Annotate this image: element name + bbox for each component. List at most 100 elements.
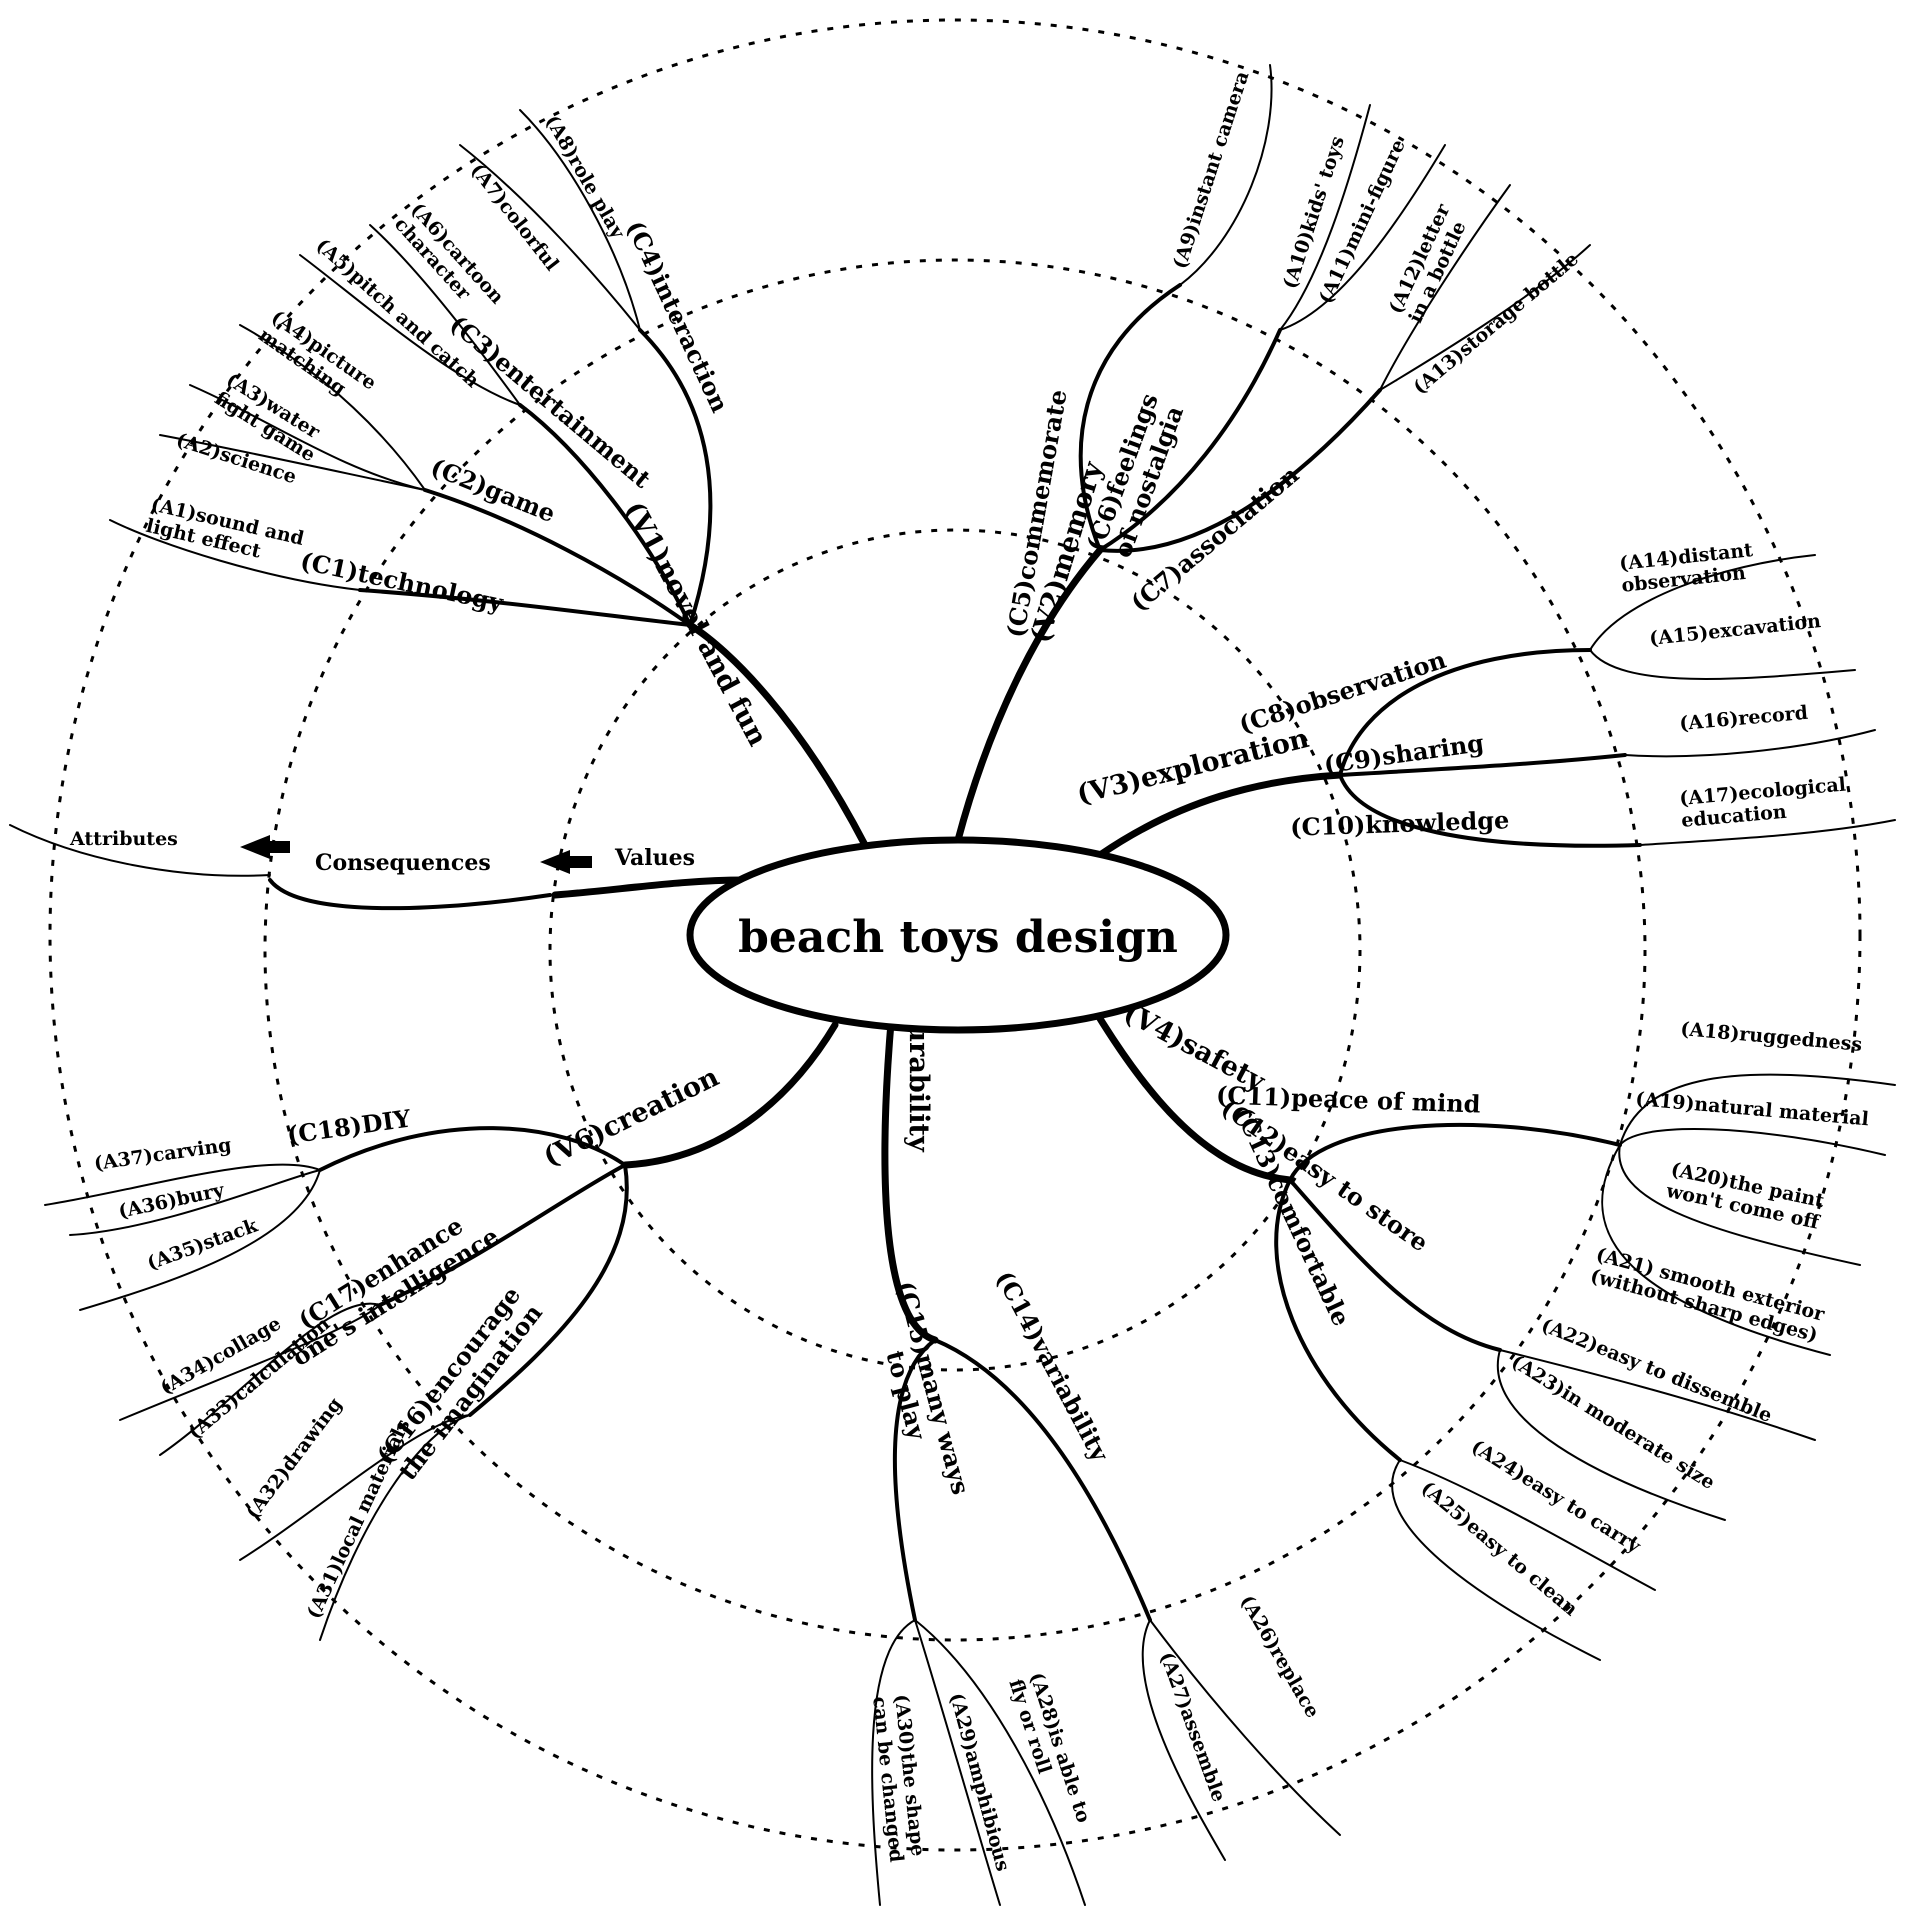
center-ellipse [686, 836, 1230, 1034]
value-label-v6: (V6)creation [539, 1061, 725, 1173]
attribute-label-a29: (A29)amphibious [945, 1691, 1014, 1874]
legend-attributes-line [9, 824, 271, 877]
attribute-label-a21: (A21) smooth exterior(without sharp edge… [1588, 1244, 1828, 1348]
middle-ring [263, 258, 1647, 1642]
attribute-branch-a7 [459, 144, 641, 331]
consequence-branch-c2 [423, 488, 692, 627]
attribute-branch-a12 [1379, 184, 1511, 391]
consequence-branch-c18 [318, 1126, 627, 1172]
attribute-branch-a8 [519, 109, 641, 331]
attribute-label-a18: (A18)ruggedness [1680, 1018, 1863, 1056]
consequence-label-c1: (C1)technology [298, 546, 507, 617]
consequence-branch-c7 [1098, 388, 1382, 553]
attribute-label-a35: (A35)stack [144, 1214, 261, 1275]
value-branch-v3 [1096, 771, 1344, 859]
attribute-branch-a21 [1601, 1144, 1831, 1356]
consequence-branch-c12 [1288, 1178, 1502, 1352]
attribute-branch-a1 [109, 519, 361, 591]
attribute-branch-a36 [69, 1169, 321, 1236]
consequence-branch-c11 [1288, 1122, 1622, 1182]
consequence-branch-c9 [1338, 753, 1627, 777]
attribute-label-a19: (A19)natural material [1635, 1088, 1870, 1130]
attribute-label-a26: (A26)replace [1236, 1592, 1324, 1722]
consequence-label-c15: (C15)many waysto play [864, 1278, 976, 1505]
attribute-branch-a22 [1499, 1349, 1816, 1441]
value-branch-v2 [954, 546, 1104, 844]
consequence-branch-c4 [638, 328, 713, 627]
center-label: beach toys design [738, 912, 1178, 963]
attribute-branch-a16 [1624, 729, 1876, 758]
attribute-label-a16: (A16)record [1679, 702, 1809, 735]
legend-arrow-left-icon [540, 850, 592, 874]
consequence-branch-c10 [1338, 773, 1642, 848]
consequence-label-c3: (C3)entertainment [444, 309, 656, 494]
attribute-label-a20: (A20)the paintwon't come off [1663, 1158, 1826, 1234]
legend-values-line [551, 876, 749, 899]
consequence-branch-c8 [1338, 648, 1592, 777]
attribute-branch-a35 [79, 1169, 321, 1311]
attribute-label-a27: (A27)assemble [1155, 1649, 1230, 1805]
attribute-branch-a31 [319, 1414, 471, 1641]
attribute-branch-a26 [1149, 1619, 1341, 1836]
attribute-branch-a25 [1391, 1459, 1601, 1661]
attribute-branch-a28 [914, 1619, 1086, 1906]
branch-lines [44, 64, 1896, 1906]
attribute-branch-a13 [1379, 244, 1591, 391]
consequence-branch-c16 [468, 1163, 629, 1417]
value-branch-v6 [621, 1021, 839, 1169]
attribute-branch-a27 [1141, 1619, 1226, 1861]
consequence-branch-c13 [1274, 1178, 1402, 1462]
attribute-branch-a23 [1496, 1349, 1726, 1521]
consequence-branch-c14 [933, 1338, 1152, 1622]
value-label-v3: (V3)exploration [1074, 723, 1313, 811]
center-node: beach toys design [686, 836, 1230, 1034]
attribute-label-a32: (A32)drawing [241, 1394, 346, 1523]
level-legend: Values Consequences Attributes [9, 824, 749, 911]
attribute-label-a1: (A1)sound andlight effect [144, 493, 306, 571]
outer-ring [48, 18, 1862, 1852]
consequence-branch-c15 [892, 1338, 937, 1622]
legend-values: Values [614, 845, 695, 871]
consequence-branch-c6 [1098, 328, 1282, 552]
attribute-branch-a5 [299, 254, 521, 406]
attribute-label-a31: (A31)local materials [303, 1416, 415, 1622]
attribute-branch-a15 [1589, 649, 1856, 680]
legend-consequences: Consequences [315, 850, 491, 876]
legend-attributes: Attributes [69, 828, 178, 850]
attribute-branch-a18 [1619, 1073, 1896, 1146]
attribute-label-a15: (A15)excavation [1648, 610, 1822, 650]
value-branch-v1 [686, 621, 869, 849]
attribute-branch-a29 [914, 1619, 1001, 1906]
attribute-branch-a9 [1179, 64, 1273, 286]
attribute-branch-a30 [871, 1619, 916, 1906]
attribute-label-a37: (A37)carving [93, 1134, 233, 1175]
legend-arrow-left-icon [240, 835, 290, 859]
attribute-branch-a34 [119, 1304, 381, 1421]
inner-ring [548, 528, 1362, 1372]
attribute-branch-a11 [1279, 144, 1446, 331]
level-rings [48, 18, 1862, 1852]
attribute-branch-a17 [1639, 819, 1896, 846]
attribute-label-a30: (A30)the shapecan be changed [868, 1693, 929, 1863]
attribute-branch-a2 [159, 434, 426, 491]
attribute-branch-a10 [1279, 104, 1371, 331]
attribute-branch-a24 [1399, 1459, 1656, 1591]
consequence-branch-c17 [378, 1163, 627, 1307]
attribute-branch-a6 [369, 224, 521, 406]
attribute-branch-a32 [239, 1414, 471, 1561]
attribute-branch-a14 [1589, 554, 1816, 651]
attribute-label-a7: (A7)colorful [466, 160, 563, 275]
consequence-branch-c1 [358, 588, 692, 627]
attribute-branch-a20 [1618, 1144, 1861, 1266]
attribute-branch-a19 [1619, 1128, 1886, 1156]
value-label-v1: (V1)novel and fun [618, 497, 773, 752]
consequence-branch-c5 [1078, 283, 1182, 552]
attribute-label-a9: (A9)instant camera [1169, 68, 1254, 271]
attribute-branch-a37 [44, 1163, 321, 1206]
attribute-label-a17: (A17)ecologicaleducation [1679, 774, 1849, 832]
attribute-label-a6: (A6)cartooncharacter [390, 199, 508, 324]
attribute-branch-a4 [239, 324, 426, 491]
consequence-label-c10: (C10)knowledge [1290, 805, 1510, 842]
consequence-label-c4: (C4)interaction [621, 216, 735, 417]
